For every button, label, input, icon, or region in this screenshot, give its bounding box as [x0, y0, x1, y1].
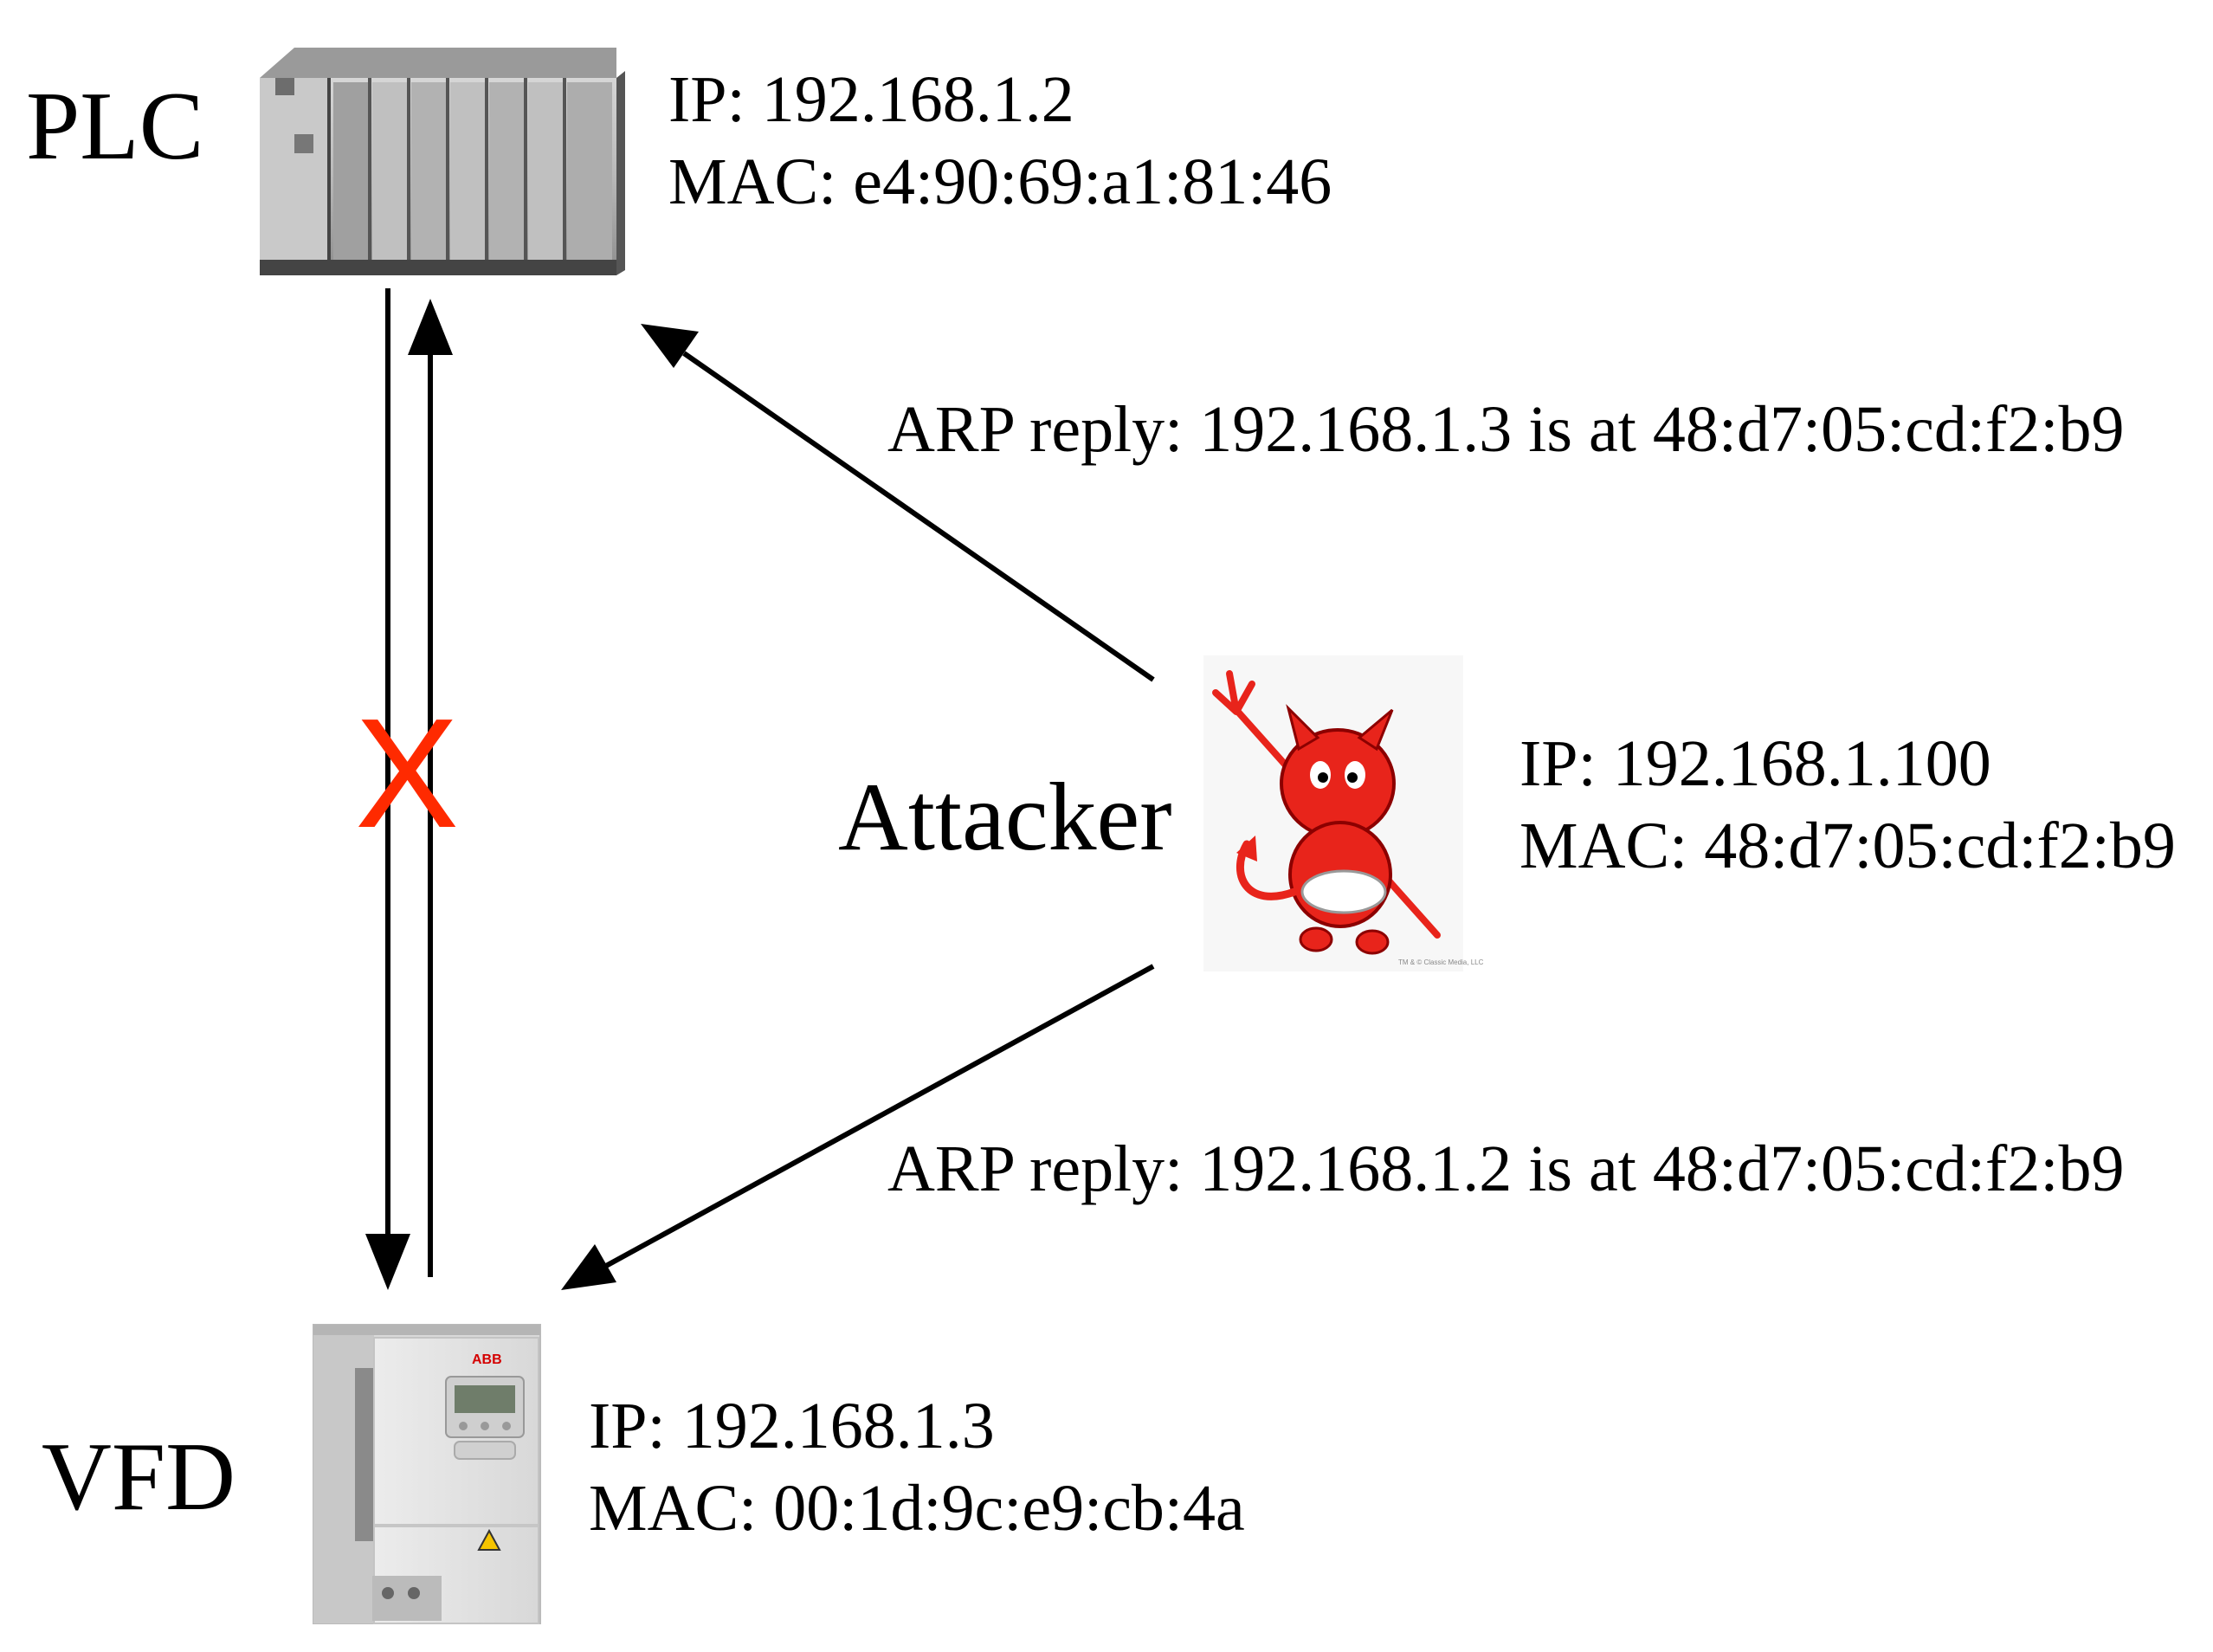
- plc-to-vfd-arrow: [365, 288, 410, 1290]
- plc-ip: IP: 192.168.1.2: [668, 63, 1074, 136]
- arp-reply-to-vfd: ARP reply: 192.168.1.2 is at 48:d7:05:cd…: [887, 1133, 2125, 1205]
- plc-mac: MAC: e4:90:69:a1:81:46: [668, 145, 1332, 218]
- blocked-link-x: X: [355, 687, 459, 861]
- attacker-label: Attacker: [838, 764, 1172, 871]
- vfd-to-plc-arrow: [408, 299, 453, 1277]
- arp-reply-to-plc: ARP reply: 192.168.1.3 is at 48:d7:05:cd…: [887, 393, 2125, 466]
- arp-to-plc-arrow: [641, 324, 1155, 682]
- attacker-mac: MAC: 48:d7:05:cd:f2:b9: [1519, 810, 2176, 882]
- plc-label: PLC: [26, 73, 204, 180]
- vfd-label: VFD: [42, 1423, 236, 1531]
- plc-info: IP: 192.168.1.2 MAC: e4:90:69:a1:81:46: [668, 59, 1332, 223]
- attacker-image-credit: TM & © Classic Media, LLC: [1398, 958, 1484, 966]
- vfd-device-image: [313, 1324, 541, 1624]
- vfd-mac: MAC: 00:1d:9c:e9:cb:4a: [589, 1472, 1245, 1545]
- vfd-info: IP: 192.168.1.3 MAC: 00:1d:9c:e9:cb:4a: [589, 1385, 1245, 1550]
- attacker-ip: IP: 192.168.1.100: [1519, 727, 1991, 800]
- vfd-brand-logo: ABB: [472, 1352, 502, 1367]
- attacker-info: IP: 192.168.1.100 MAC: 48:d7:05:cd:f2:b9: [1519, 723, 2176, 887]
- vfd-ip: IP: 192.168.1.3: [589, 1390, 995, 1462]
- plc-device-image: [260, 48, 625, 275]
- attacker-devil-image: [1203, 655, 1463, 971]
- arp-to-vfd-arrow: [561, 964, 1155, 1290]
